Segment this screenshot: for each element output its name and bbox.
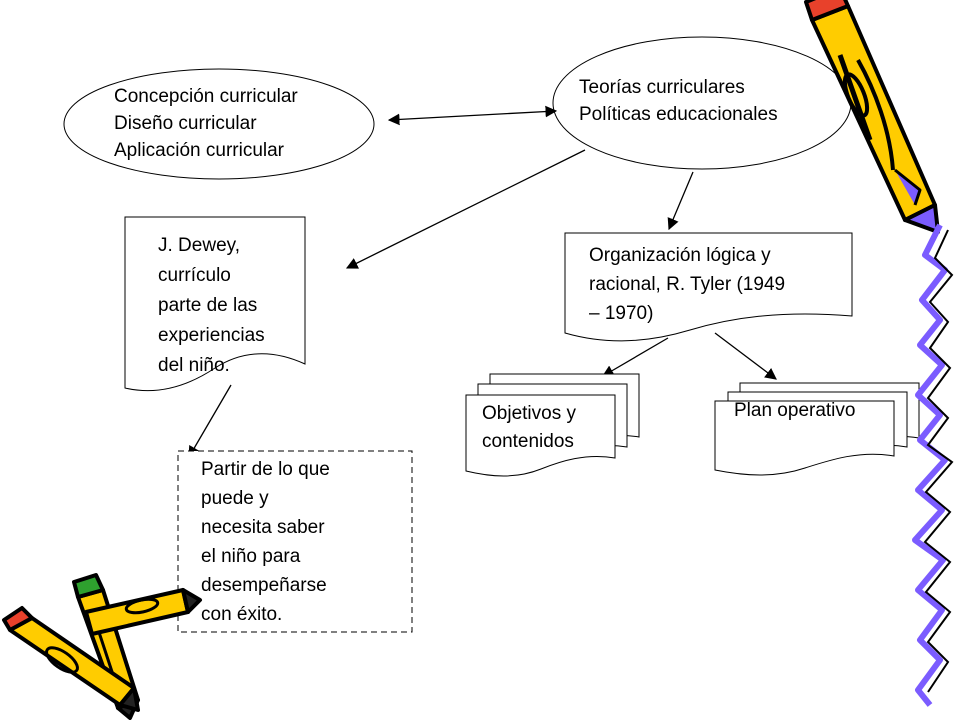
concept-ellipse-text: Concepción curricular Diseño curricular …	[114, 83, 298, 164]
arrow-to-dashed-box	[188, 384, 232, 459]
tyler-document-text: Organización lógica y racional, R. Tyler…	[589, 241, 785, 328]
plan-line-1: Plan operativo	[734, 400, 856, 421]
dashed-line-4: el niño para	[201, 546, 301, 567]
dashed-box-text: Partir de lo que puede y necesita saber …	[201, 455, 330, 629]
tyler-line-1: Organización lógica y	[589, 245, 771, 266]
arrow-to-tyler	[667, 171, 694, 231]
pencils-bundle-clipart-icon	[2, 573, 202, 720]
plan-stack-shape	[714, 382, 920, 476]
dewey-document-text: J. Dewey, currículo parte de las experie…	[158, 231, 265, 381]
concept-ellipse	[63, 68, 375, 180]
objectives-stack-text: Objetivos y contenidos	[482, 400, 576, 456]
concept-line-3: Aplicación curricular	[114, 140, 285, 161]
plan-stack-text: Plan operativo	[734, 397, 855, 424]
theories-line-2: Políticas educacionales	[579, 104, 778, 125]
dewey-line-3: parte de las	[158, 295, 258, 316]
dewey-line-1: J. Dewey,	[158, 235, 241, 256]
zigzag-border-outline	[923, 229, 954, 693]
arrow-to-objectives	[601, 337, 669, 377]
tyler-line-3: – 1970)	[589, 303, 654, 324]
theories-line-1: Teorías curriculares	[579, 77, 745, 98]
zigzag-border-icon	[912, 223, 948, 707]
dewey-line-5: del niño.	[158, 355, 230, 376]
bidirectional-arrow	[387, 105, 558, 126]
dewey-line-4: experiencias	[158, 325, 265, 346]
arrow-to-dewey	[345, 149, 586, 269]
dashed-line-5: desempeñarse	[201, 575, 327, 596]
dashed-line-2: puede y	[201, 488, 269, 509]
objectives-line-2: contenidos	[482, 431, 574, 452]
theories-ellipse-text: Teorías curriculares Políticas educacion…	[579, 74, 778, 128]
objectives-line-1: Objetivos y	[482, 403, 576, 424]
objectives-stack-shape	[465, 373, 640, 477]
arrow-to-plan	[714, 332, 777, 380]
tyler-line-2: racional, R. Tyler (1949	[589, 274, 786, 295]
tyler-document-shape	[564, 232, 853, 342]
dashed-conclusion-box	[177, 450, 413, 633]
dewey-document-shape	[124, 216, 306, 392]
dashed-line-6: con éxito.	[201, 604, 283, 625]
dashed-line-3: necesita saber	[201, 517, 325, 538]
dashed-line-1: Partir de lo que	[201, 459, 330, 480]
concept-line-2: Diseño curricular	[114, 113, 257, 134]
dewey-line-2: currículo	[158, 265, 231, 286]
concept-line-1: Concepción curricular	[114, 86, 298, 107]
pencil-clipart-icon	[804, 0, 940, 234]
